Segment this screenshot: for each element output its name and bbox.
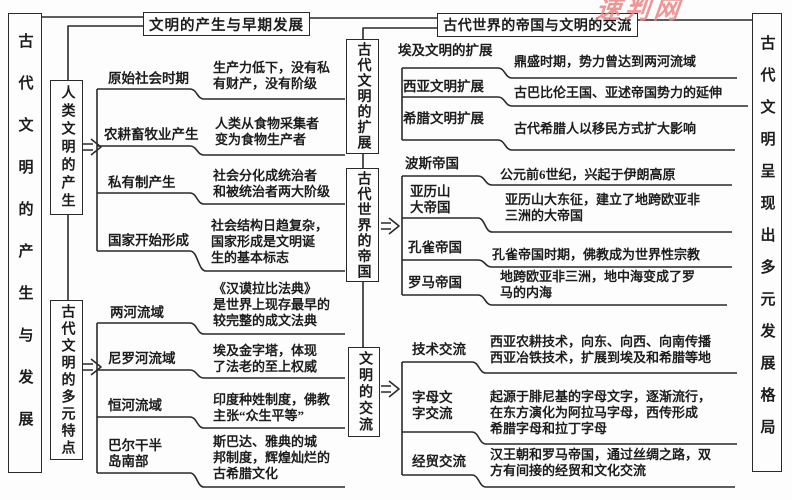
origin-branch-lines xyxy=(96,88,345,272)
double-arrow-icon xyxy=(381,380,400,398)
branch-desc: 古代希腊人以移民方式扩大影响 xyxy=(514,121,697,136)
branch-desc: 地跨欧亚非三洲，地中海变成了罗 马的内海 xyxy=(500,269,696,300)
double-arrow-icon xyxy=(381,217,400,235)
branch-desc: 鼎盛时期，势力曾达到两河流域 xyxy=(514,54,697,69)
branch-label: 西亚文明扩展 xyxy=(403,79,484,94)
branch-desc: 《汉谟拉比法典》 是世界上现存最早的 较完整的成文法典 xyxy=(213,281,331,328)
branch-desc: 孔雀帝国时期，佛教成为世界性宗教 xyxy=(492,247,701,262)
branch-label: 字母文 字交流 xyxy=(412,390,453,421)
node-diversity-label: 古代文明的多元特点 xyxy=(59,303,75,457)
branch-desc: 亚历山大东征，建立了地跨欧亚非 三洲的大帝国 xyxy=(505,192,701,223)
branch-desc: 印度种姓制度，佛教 主张“众生平等” xyxy=(213,392,331,423)
branch-desc: 公元前6世纪，兴起于伊朗高原 xyxy=(500,167,676,182)
double-arrow-icon xyxy=(83,138,102,156)
branch-desc: 社会结构日趋复杂， 国家形成是文明诞 生的基本标志 xyxy=(211,218,329,265)
branch-label: 亚历山 大帝国 xyxy=(410,184,451,215)
branch-desc: 人类从食物采集者 变为食物生产者 xyxy=(215,116,320,147)
branch-label: 技术交流 xyxy=(412,342,466,357)
node-diversity: 古代文明的多元特点 xyxy=(50,300,83,460)
node-top-left-label: 文明的产生与早期发展 xyxy=(149,17,304,34)
node-top-left: 文明的产生与早期发展 xyxy=(143,12,310,36)
node-top-right-label: 古代世界的帝国与文明的交流 xyxy=(443,19,632,34)
branch-label: 农耕畜牧业产生 xyxy=(104,127,199,142)
branch-label: 两河流域 xyxy=(110,305,164,320)
node-origin: 人类文明的产生 xyxy=(50,80,83,215)
node-exchange-label: 文明的交流 xyxy=(357,350,372,434)
node-empires-label: 古代世界的帝国 xyxy=(355,170,371,280)
trunk-lines xyxy=(42,16,752,347)
exchange-branch-lines xyxy=(401,361,737,488)
branch-label: 巴尔干半 岛南部 xyxy=(108,438,162,469)
branch-label: 尼罗河流域 xyxy=(108,351,176,366)
branch-desc: 社会分化成统治者 和被统治者两大阶级 xyxy=(213,168,331,199)
branch-label: 罗马帝国 xyxy=(408,275,462,290)
node-origin-label: 人类文明的产生 xyxy=(59,84,75,211)
branch-desc: 汉王朝和罗马帝国，通过丝绸之路，双 方有间接的经贸和文化交流 xyxy=(490,447,712,478)
node-root-left: 古代文明的产生与发展 xyxy=(8,13,42,473)
branch-label: 孔雀帝国 xyxy=(408,240,462,255)
node-exchange: 文明的交流 xyxy=(348,347,380,437)
branch-desc: 斯巴达、雅典的城 邦制度，辉煌灿烂的 古希腊文化 xyxy=(213,434,331,481)
branch-label: 经贸交流 xyxy=(412,454,466,469)
node-root-right-label: 古代文明呈现出多元发展格局 xyxy=(758,34,775,451)
branch-label: 波斯帝国 xyxy=(405,156,459,171)
branch-desc: 生产力低下，没有私 有财产，没有阶级 xyxy=(213,60,331,91)
branch-desc: 起源于腓尼基的字母文字，逐渐流行， 在东方演化为阿拉马字母，西传形成 希腊字母和… xyxy=(490,389,712,436)
branch-desc: 古巴比伦王国、亚述帝国势力的延伸 xyxy=(514,85,723,100)
branch-label: 恒河流域 xyxy=(108,398,162,413)
branch-desc: 西亚农耕技术，向东、向西、向南传播 西亚冶铁技术，扩展到埃及和希腊等地 xyxy=(490,334,712,365)
site-watermark: 速判网 xyxy=(594,0,685,24)
node-empires: 古代世界的帝国 xyxy=(346,168,379,282)
branch-label: 私有制产生 xyxy=(108,175,176,190)
node-expansion-label: 古代文明的扩展 xyxy=(355,42,371,151)
empire-branch-lines xyxy=(401,175,732,306)
node-expansion: 古代文明的扩展 xyxy=(346,39,379,154)
branch-label: 希腊文明扩展 xyxy=(403,111,484,126)
double-arrow-icon xyxy=(83,358,102,376)
node-root-right: 古代文明呈现出多元发展格局 xyxy=(752,13,782,472)
diversity-branch-lines xyxy=(96,322,345,488)
branch-desc: 埃及金字塔，体现 了法老的至上权威 xyxy=(213,343,318,374)
node-root-left-label: 古代文明的产生与发展 xyxy=(16,33,33,453)
branch-label: 埃及文明的扩展 xyxy=(398,43,493,58)
node-top-right: 古代世界的帝国与文明的交流 xyxy=(437,13,638,37)
branch-label: 国家开始形成 xyxy=(108,233,189,248)
expansion-branch-lines xyxy=(401,67,748,151)
branch-label: 原始社会时期 xyxy=(108,71,189,86)
